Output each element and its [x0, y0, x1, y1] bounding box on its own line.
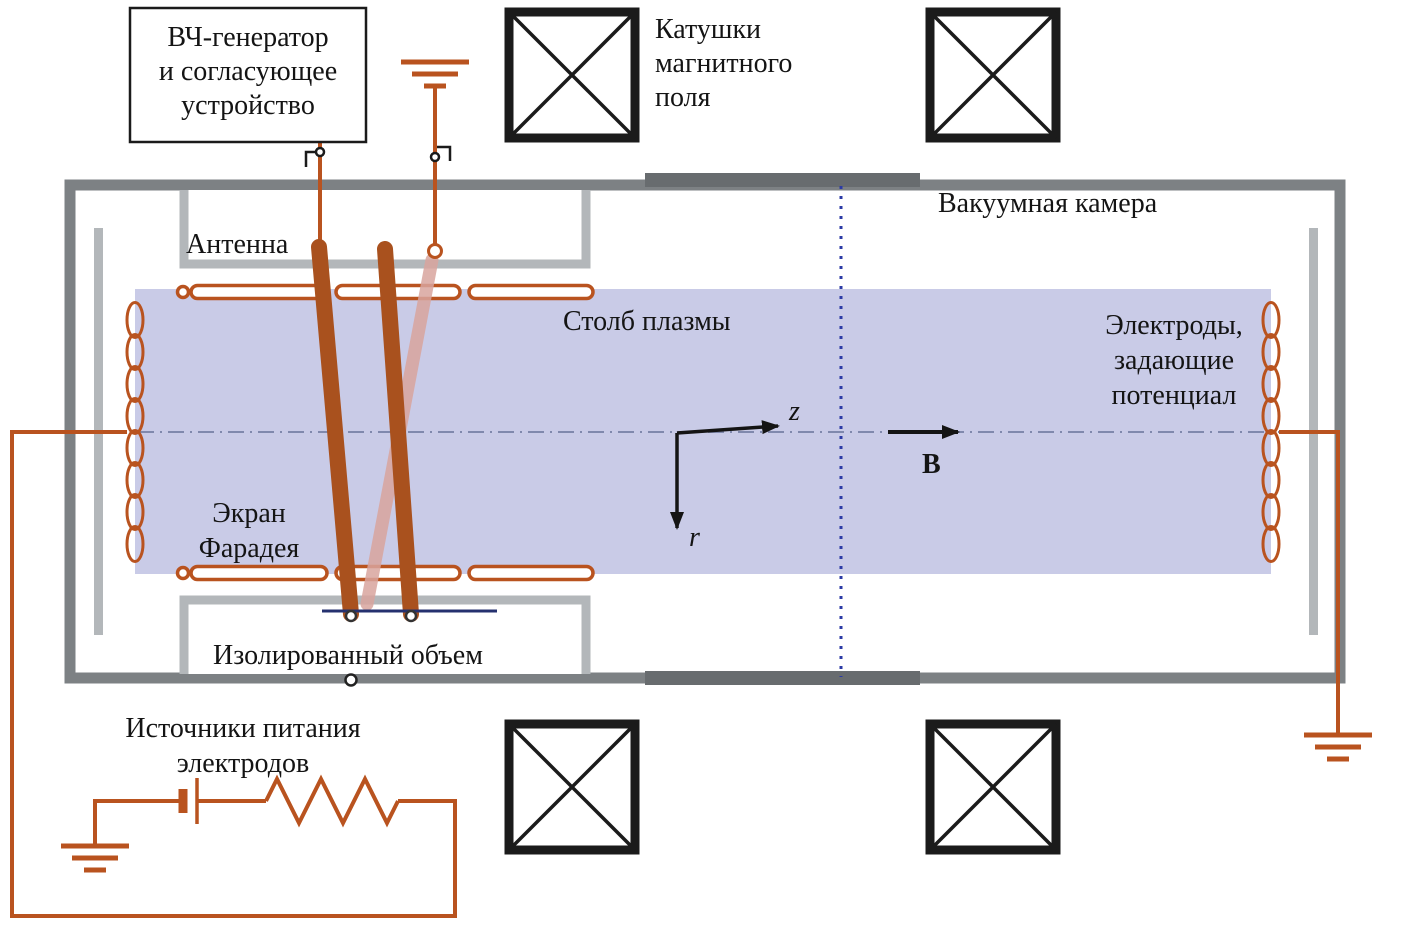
magnet-coils [504, 7, 1061, 855]
ground-symbol-right [1304, 732, 1372, 762]
electrodes-label-line1: Электроды, [1105, 310, 1243, 341]
chamber-bottom-port [344, 673, 358, 687]
rf-generator-label-line1: ВЧ-генератор [167, 22, 328, 53]
magnet-coil-bottom-left [504, 719, 640, 855]
rf-generator-label-line2: и согласующее [159, 56, 337, 87]
feedthrough-dot-left [314, 146, 326, 158]
coordinate-axes: z r [670, 396, 800, 553]
r-axis-label: r [689, 522, 700, 553]
feedthrough-bracket-left [304, 150, 319, 167]
plasma-column-label: Столб плазмы [563, 306, 731, 337]
antenna-feed-connector [427, 243, 443, 259]
power-supplies-label-line1: Источники питания [125, 713, 360, 744]
feedthrough-dot-right [429, 151, 441, 163]
top-flange [645, 173, 920, 187]
left-electrode-coil [125, 301, 145, 563]
z-axis-arrow [676, 420, 780, 435]
antenna-rod-front-1 [311, 239, 359, 622]
electrodes-label-line3: потенциал [1112, 380, 1237, 411]
rf-feed-lines [304, 59, 469, 248]
right-electrode-coil [1261, 301, 1281, 563]
isolated-volume-label: Изолированный объем [213, 640, 483, 671]
ground-symbol-top [401, 59, 469, 89]
ground-symbol-left [61, 843, 129, 873]
antenna-label: Антенна [186, 229, 289, 260]
magnet-coils-label-line2: магнитного [655, 48, 792, 79]
magnet-coil-top-right [925, 7, 1061, 143]
bottom-flange [645, 671, 920, 685]
feedthrough-bracket-right [437, 145, 452, 161]
b-field-arrow: B [888, 425, 960, 480]
rf-generator-box: ВЧ-генератор и согласующее устройство [128, 6, 368, 144]
bias-wire-right [1279, 430, 1340, 735]
faraday-screen-label-line1: Экран [212, 498, 286, 529]
z-axis-label: z [788, 396, 800, 427]
magnet-coils-label-line3: поля [655, 82, 711, 113]
rf-generator-label-line3: устройство [181, 90, 315, 121]
antenna-rods [311, 239, 497, 687]
vacuum-chamber-label: Вакуумная камера [938, 188, 1158, 219]
magnet-coils-label-line1: Катушки [655, 14, 761, 45]
isolated-volume-housing [179, 595, 591, 674]
magnet-coil-bottom-right [925, 719, 1061, 855]
rod-terminal-1 [344, 609, 358, 623]
faraday-screen-label-line2: Фарадея [199, 533, 300, 564]
power-supplies-label-line2: электродов [177, 748, 309, 779]
electrode-power-circuit [10, 430, 1372, 918]
bias-wire-left [10, 430, 457, 918]
antenna-rod-front-2 [377, 241, 419, 622]
magnet-coil-top-left [504, 7, 640, 143]
resistor [264, 774, 400, 828]
faraday-screen-bottom [175, 564, 595, 582]
rod-terminal-2 [404, 609, 418, 623]
b-field-label: B [922, 449, 941, 480]
electrodes-label-line2: задающие [1114, 345, 1234, 376]
ground-wire-left [93, 799, 180, 846]
